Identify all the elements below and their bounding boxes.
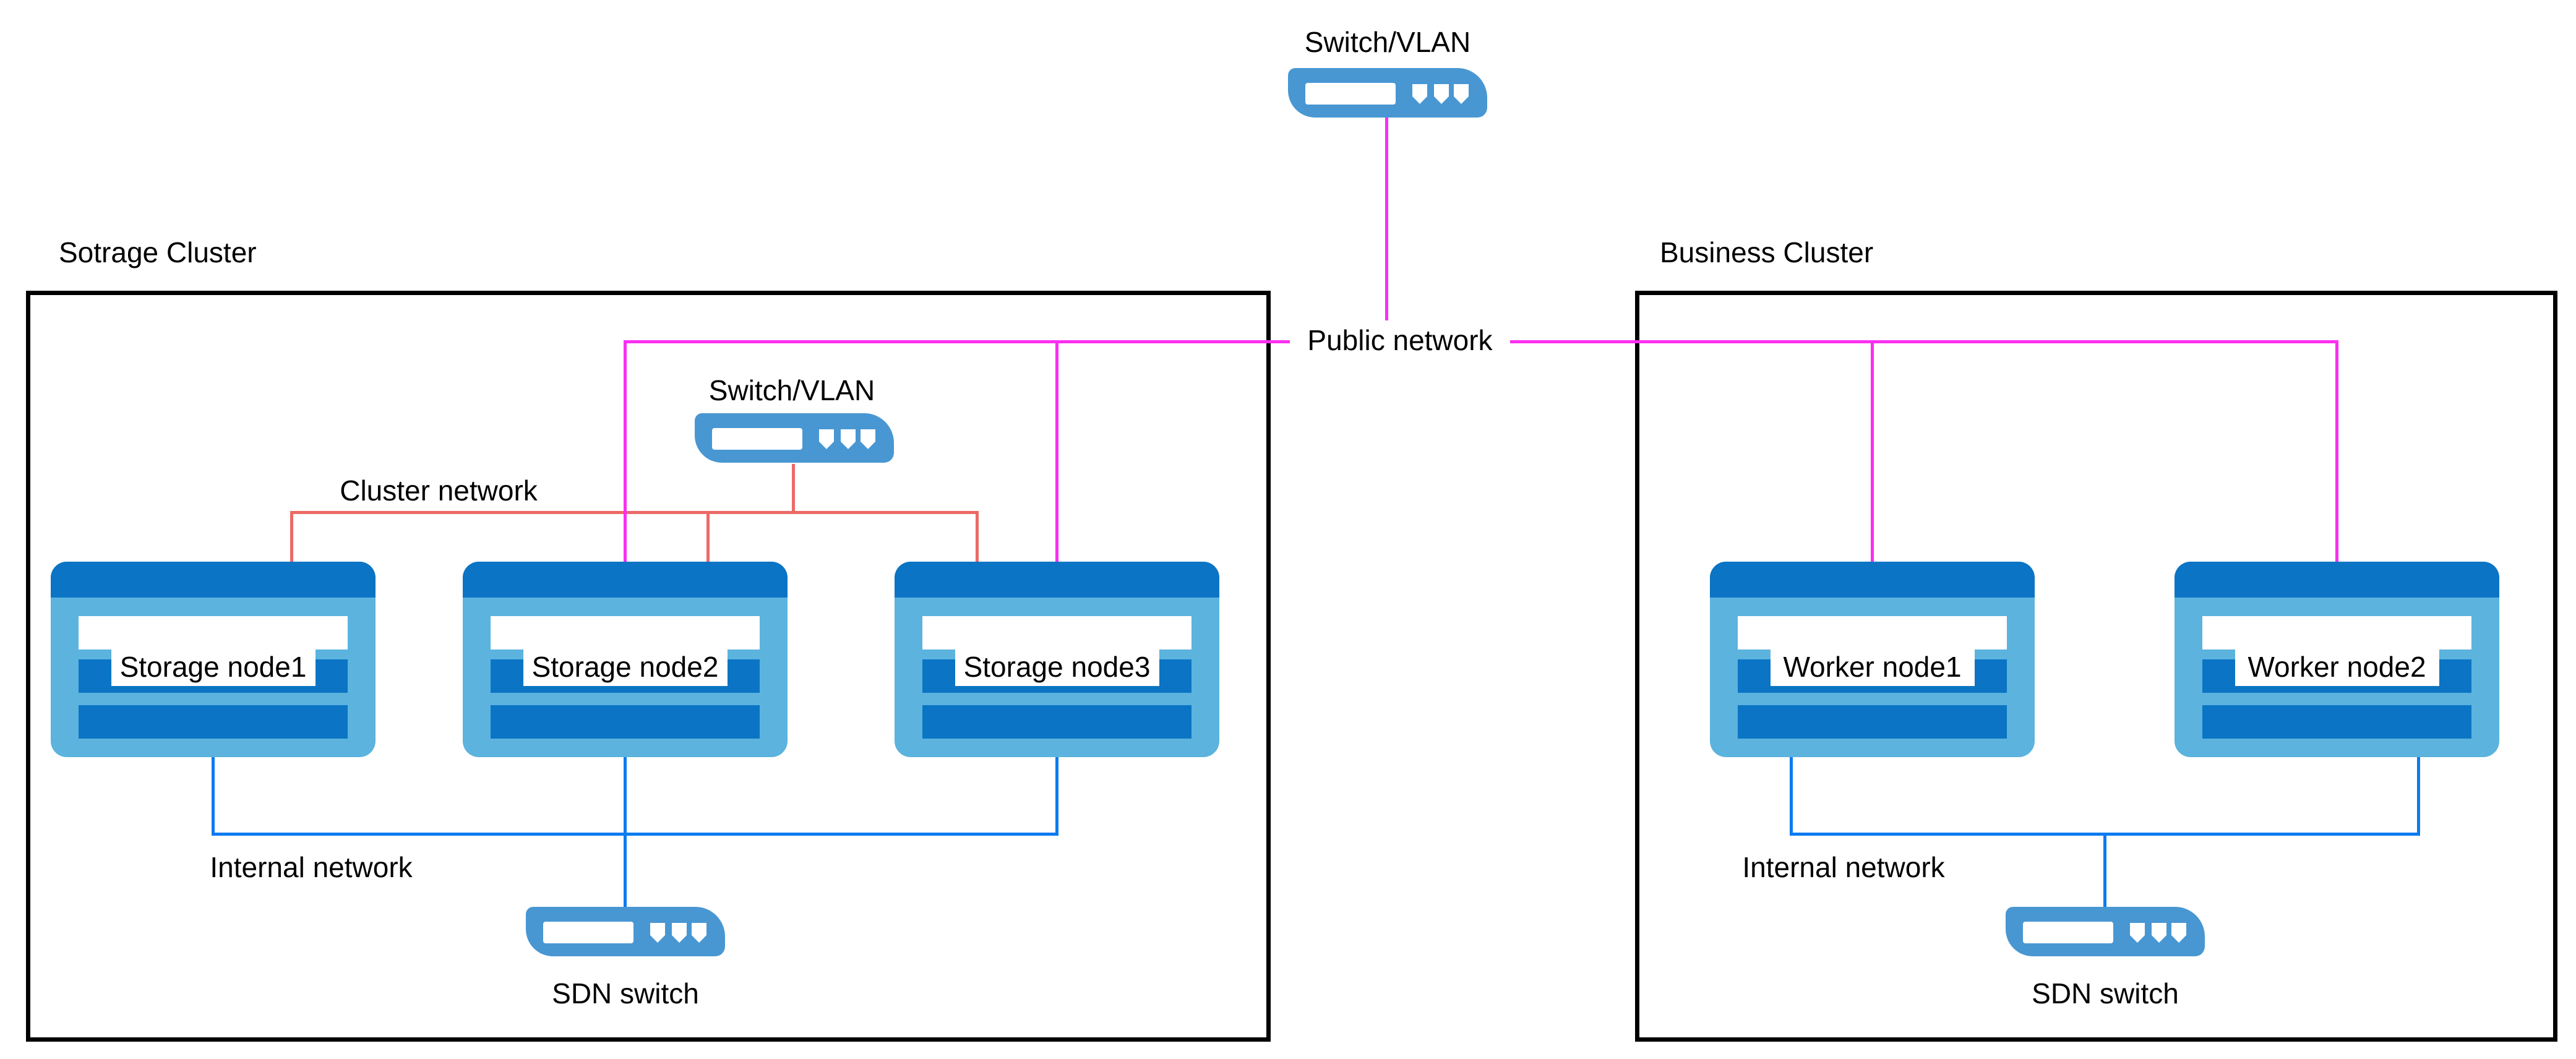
storage-node2-label: Storage node2 <box>523 648 728 686</box>
server-slot <box>2202 616 2471 650</box>
switch-screen <box>2023 922 2113 943</box>
worker-node1-label: Worker node1 <box>1770 648 1975 686</box>
internal-network-left-node3-drop <box>1055 755 1058 835</box>
public-network-line-worker2-drop <box>2335 340 2338 563</box>
sdn-switch-icon-storage <box>526 907 725 956</box>
storage-cluster-box <box>26 291 1271 1042</box>
server-top-panel <box>895 562 1219 598</box>
server-slot <box>922 705 1191 739</box>
sdn-switch-label-business: SDN switch <box>2032 977 2179 1010</box>
storage-cluster-title: Sotrage Cluster <box>59 236 257 268</box>
cluster-network-line-horizontal <box>291 511 979 514</box>
storage-node1-label: Storage node1 <box>111 648 316 686</box>
storage-switch-icon <box>695 413 894 463</box>
internal-network-label-business: Internal network <box>1742 851 1945 883</box>
internal-network-right-worker1-drop <box>1790 755 1793 835</box>
switch-port-icon <box>1454 84 1469 104</box>
server-icon-worker-node1: Worker node1 <box>1710 562 2035 757</box>
server-icon-worker-node2: Worker node2 <box>2175 562 2499 757</box>
internal-network-right-worker2-drop <box>2417 755 2420 835</box>
cluster-network-line-node1-drop <box>290 511 293 563</box>
internal-network-left-horizontal <box>212 833 1058 836</box>
switch-screen <box>1305 83 1396 105</box>
switch-port-icon <box>2152 923 2166 943</box>
top-switch-icon <box>1288 68 1487 118</box>
public-network-line-storage-node3-drop <box>1055 340 1058 563</box>
switch-screen <box>712 428 802 450</box>
cluster-network-line-switch-drop <box>792 464 795 513</box>
internal-network-right-sdn-drop <box>2103 833 2106 909</box>
server-slot <box>2202 705 2471 739</box>
server-slot <box>491 616 760 650</box>
switch-port-icon <box>841 429 856 449</box>
switch-port-icon <box>861 429 875 449</box>
switch-port-icon <box>692 923 706 943</box>
switch-port-icon <box>1412 84 1427 104</box>
storage-node3-label: Storage node3 <box>955 648 1159 686</box>
sdn-switch-label-storage: SDN switch <box>552 977 699 1010</box>
internal-network-left-node2-drop <box>624 755 627 909</box>
switch-screen <box>543 922 633 943</box>
server-slot <box>1738 616 2007 650</box>
server-slot <box>491 705 760 739</box>
server-icon-storage-node1: Storage node1 <box>51 562 376 757</box>
sdn-switch-icon-business <box>2006 907 2205 956</box>
switch-port-icon <box>2171 923 2186 943</box>
storage-switch-label: Switch/VLAN <box>708 374 875 406</box>
server-slot <box>922 616 1191 650</box>
server-top-panel <box>2175 562 2499 598</box>
cluster-network-line-node3-drop <box>976 511 979 563</box>
business-cluster-box <box>1635 291 2557 1042</box>
server-slot <box>79 616 348 650</box>
business-cluster-title: Business Cluster <box>1660 236 1874 268</box>
cluster-network-line-node2-drop <box>706 511 710 563</box>
internal-network-left-node1-drop <box>212 755 215 835</box>
server-top-panel <box>463 562 788 598</box>
server-top-panel <box>51 562 376 598</box>
worker-node2-label: Worker node2 <box>2235 648 2439 686</box>
switch-port-icon <box>1434 84 1449 104</box>
server-top-panel <box>1710 562 2035 598</box>
switch-port-icon <box>650 923 665 943</box>
server-slot <box>1738 705 2007 739</box>
public-network-line-storage-node2-drop <box>624 340 627 563</box>
public-network-label: Public network <box>1290 320 1510 360</box>
switch-port-icon <box>2130 923 2145 943</box>
top-switch-label: Switch/VLAN <box>1304 26 1471 58</box>
cluster-network-label: Cluster network <box>340 474 538 507</box>
switch-port-icon <box>819 429 834 449</box>
public-network-line-worker1-drop <box>1871 340 1874 563</box>
server-slot <box>79 705 348 739</box>
internal-network-label-storage: Internal network <box>210 851 413 883</box>
server-icon-storage-node2: Storage node2 <box>463 562 788 757</box>
public-network-line-top-switch-drop <box>1385 118 1388 343</box>
switch-port-icon <box>672 923 687 943</box>
server-icon-storage-node3: Storage node3 <box>895 562 1219 757</box>
